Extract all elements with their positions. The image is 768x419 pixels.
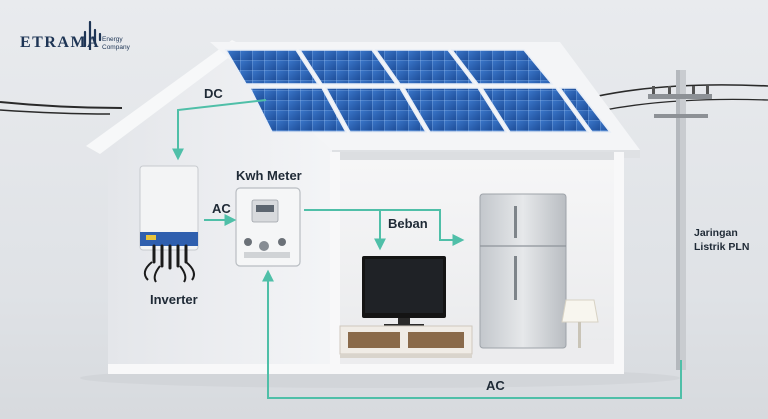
label-grid-line2: Listrik PLN <box>694 241 750 253</box>
lamp <box>561 299 599 348</box>
dc-arrow <box>172 99 267 161</box>
label-kwh-meter: Kwh Meter <box>236 168 302 183</box>
label-beban: Beban <box>388 216 428 231</box>
solar-panel-array <box>224 49 612 133</box>
utility-pole <box>648 70 712 370</box>
grid-ac-arrow <box>262 269 682 399</box>
television <box>362 256 446 327</box>
brand-tagline-line1: Energy <box>102 36 123 43</box>
label-ac-grid: AC <box>486 378 505 393</box>
brand-logo-icon <box>83 20 102 50</box>
label-grid-line1: Jaringan <box>694 227 738 239</box>
label-inverter: Inverter <box>150 292 198 307</box>
brand-name: ETRAMA <box>20 34 101 51</box>
load-arrow-fridge <box>380 209 465 246</box>
power-cable-left-2 <box>0 109 111 115</box>
refrigerator <box>479 193 567 349</box>
brand-tagline: Energy Company <box>102 36 130 52</box>
label-dc: DC <box>204 86 223 101</box>
label-ac-inverter: AC <box>212 201 231 216</box>
kwh-meter-device <box>235 187 301 267</box>
tv-cabinet <box>339 325 473 358</box>
inverter-device <box>139 165 199 283</box>
brand-tagline-line2: Company <box>102 44 130 51</box>
label-grid: Jaringan Listrik PLN <box>694 226 749 254</box>
flow-arrows <box>172 99 682 399</box>
power-cable-left <box>0 101 123 109</box>
